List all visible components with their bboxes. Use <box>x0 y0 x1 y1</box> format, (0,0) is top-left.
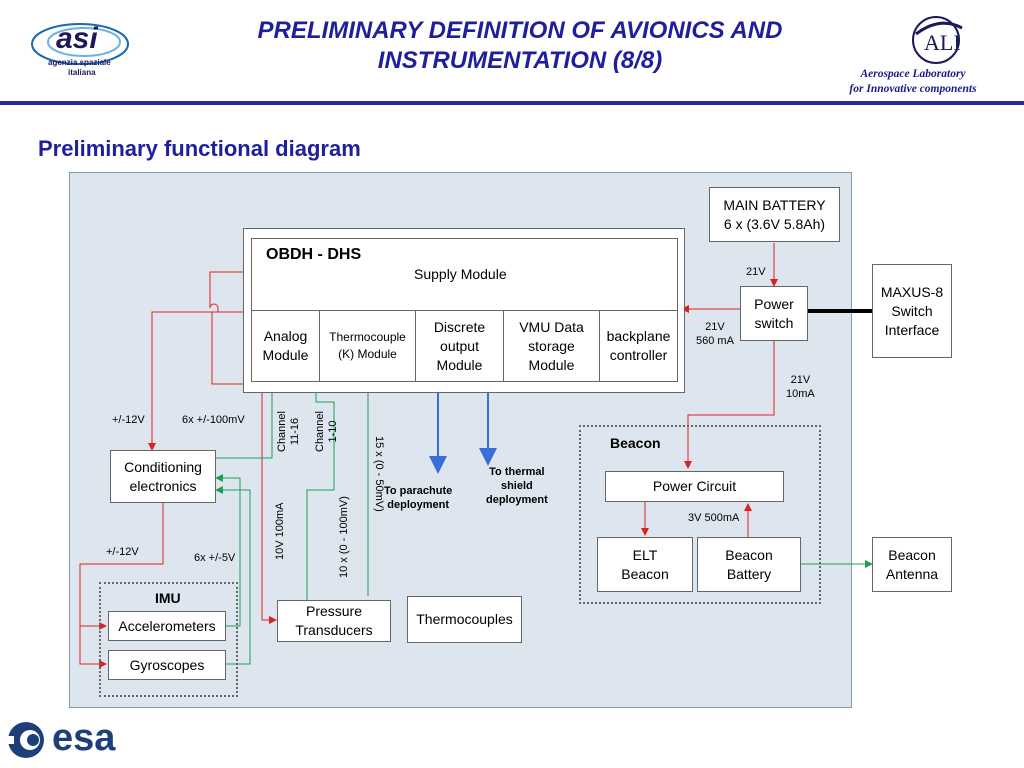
ali-caption: Aerospace Laboratory for Innovative comp… <box>828 67 998 97</box>
header-divider <box>0 101 1024 105</box>
page-title: PRELIMINARY DEFINITION OF AVIONICS AND I… <box>180 16 860 76</box>
accelerometers: Accelerometers <box>108 611 226 641</box>
section-subtitle: Preliminary functional diagram <box>38 136 361 161</box>
label-10x-100mv: 10 x (0 - 100mV) <box>338 496 350 578</box>
power-circuit: Power Circuit <box>605 471 784 502</box>
beacon-group <box>579 425 821 604</box>
label-10v-100ma: 10V 100mA <box>274 502 286 560</box>
label-channel-11-16: Channel 11-16 <box>276 411 301 452</box>
ali-logo: ALI <box>910 14 968 66</box>
obdh-supply-module: Supply Module <box>414 266 507 282</box>
maxus-switch-interface: MAXUS-8 Switch Interface <box>872 264 952 358</box>
page-title-line1: PRELIMINARY DEFINITION OF AVIONICS AND <box>257 17 783 44</box>
beacon-group-label: Beacon <box>610 435 661 451</box>
label-parachute-deployment: To parachute deployment <box>384 485 453 511</box>
ali-logo-graphic <box>912 16 963 64</box>
esa-logo-text: esa <box>52 717 116 759</box>
label-6x-pm100mv: 6x +/-100mV <box>182 414 245 426</box>
label-21v-top: 21V <box>746 266 766 278</box>
beacon-battery: Beacon Battery <box>697 537 801 592</box>
asi-logo-sub1: agenzia spaziale <box>48 58 111 67</box>
esa-logo-graphic <box>0 722 44 758</box>
label-pm12v-top: +/-12V <box>112 414 145 426</box>
conditioning-electronics: Conditioning electronics <box>110 450 216 503</box>
backplane-controller: backplane controller <box>599 310 678 382</box>
gyroscopes: Gyroscopes <box>108 650 226 680</box>
vmu-module: VMU Data storage Module <box>503 310 600 382</box>
esa-logo: esa <box>0 714 140 764</box>
power-switch: Power switch <box>740 286 808 341</box>
asi-logo-sub2: italiana <box>68 68 96 77</box>
analog-module: Analog Module <box>251 310 320 382</box>
ali-caption-line2: for Innovative components <box>849 83 977 95</box>
asi-logo-text: asi <box>56 22 98 55</box>
label-3v-500ma: 3V 500mA <box>688 512 740 524</box>
thermocouple-module: Thermocouple (K) Module <box>319 310 416 382</box>
label-pm12v-bottom: +/-12V <box>106 546 139 558</box>
imu-group <box>99 582 238 697</box>
pressure-transducers: Pressure Transducers <box>277 600 391 642</box>
obdh-title: OBDH - DHS <box>266 246 362 263</box>
asi-logo-graphic <box>31 23 129 65</box>
beacon-antenna: Beacon Antenna <box>872 537 952 592</box>
ali-caption-line1: Aerospace Laboratory <box>860 68 966 80</box>
label-thermal-shield-deployment: To thermal shield deployment <box>486 466 548 506</box>
label-21v-10ma: 21V 10mA <box>786 374 815 400</box>
label-6x-pm5v: 6x +/-5V <box>194 552 236 564</box>
thermocouples: Thermocouples <box>407 596 522 643</box>
elt-beacon: ELT Beacon <box>597 537 693 592</box>
label-21v-560ma: 21V 560 mA <box>696 321 734 347</box>
ali-logo-text: ALI <box>924 30 961 55</box>
discrete-output-module: Discrete output Module <box>415 310 504 382</box>
label-channel-1-10: Channel 1-10 <box>314 411 339 452</box>
asi-logo: asi agenzia spaziale italiana <box>28 18 138 82</box>
main-battery: MAIN BATTERY 6 x (3.6V 5.8Ah) <box>709 187 840 242</box>
page-title-line2: INSTRUMENTATION (8/8) <box>377 47 663 74</box>
imu-group-label: IMU <box>155 590 181 606</box>
